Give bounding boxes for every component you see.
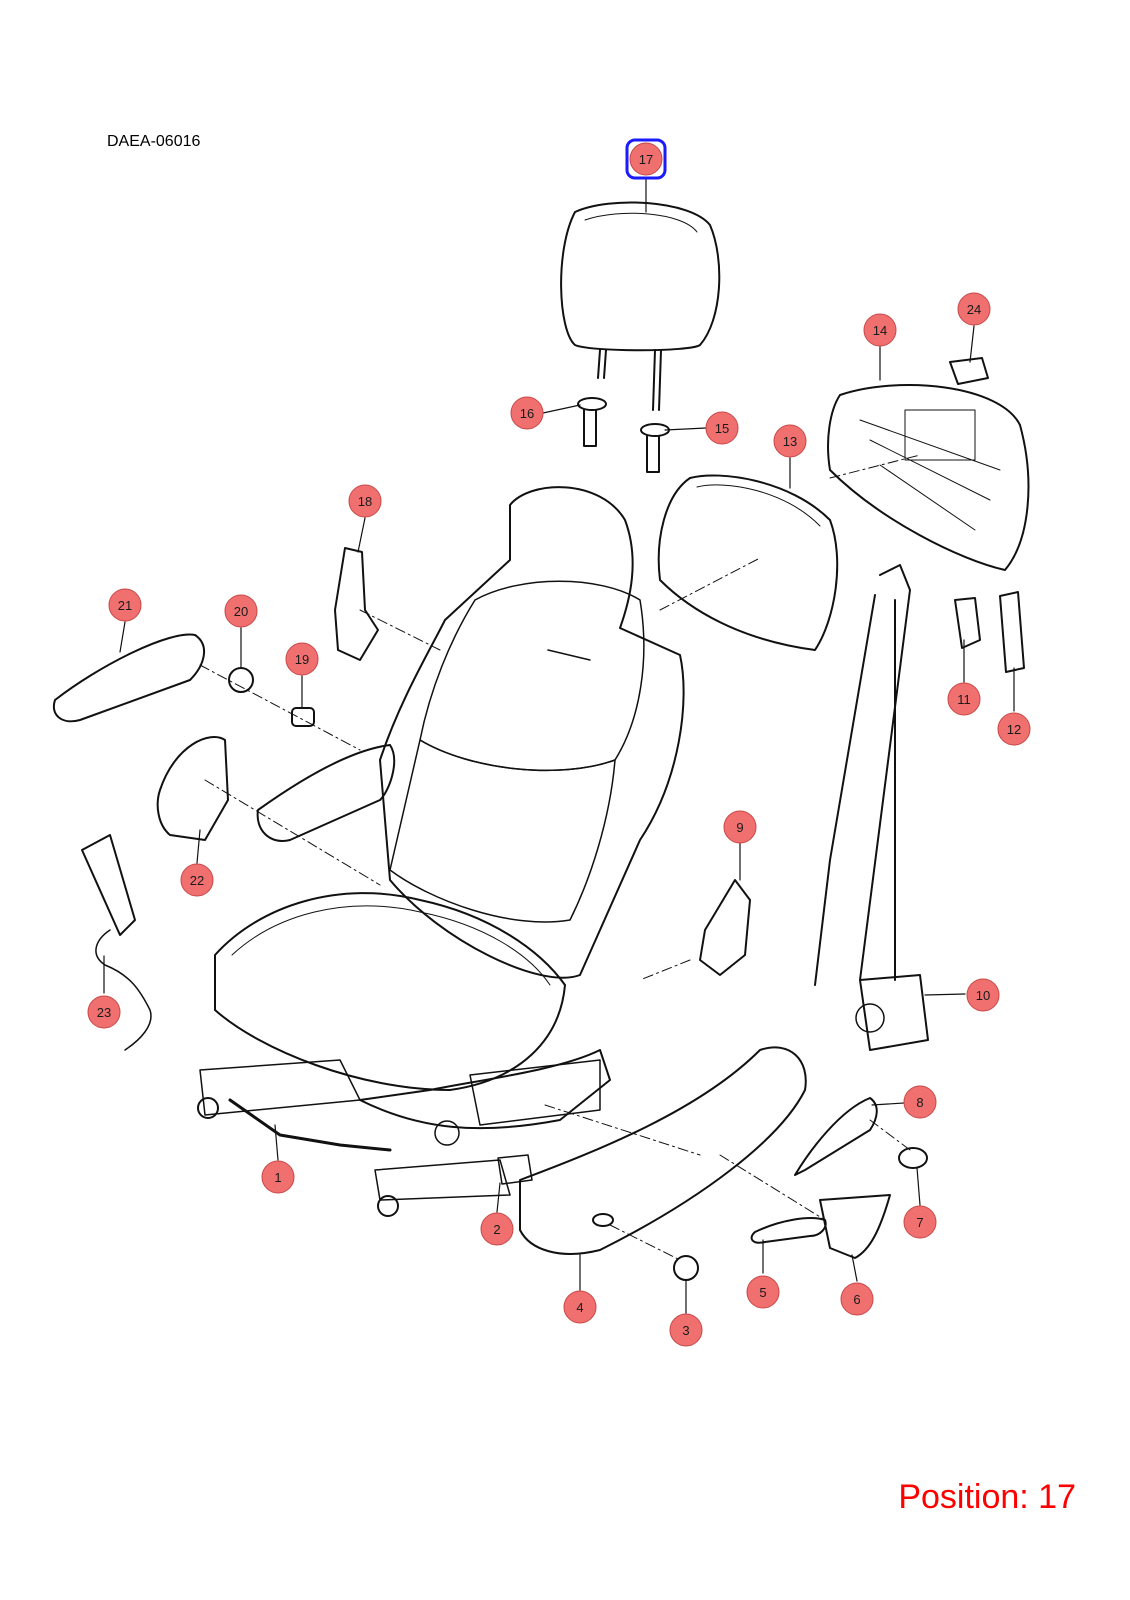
callout-number: 13 [783, 434, 797, 449]
callout-12[interactable]: 12 [997, 712, 1031, 746]
callout-circle[interactable] [840, 1282, 874, 1316]
callout-circle[interactable] [480, 1212, 514, 1246]
callout-15[interactable]: 15 [705, 411, 739, 445]
cap-19[interactable] [291, 707, 315, 727]
seat-back-panel-13[interactable] [657, 474, 839, 651]
callout-number: 18 [358, 494, 372, 509]
callout-23[interactable]: 23 [87, 995, 121, 1029]
callout-16[interactable]: 16 [510, 396, 544, 430]
callout-circle[interactable] [723, 810, 757, 844]
callout-10[interactable]: 10 [966, 978, 1000, 1012]
back-shell-14[interactable] [827, 384, 1030, 571]
seat-belt-10[interactable] [814, 564, 929, 1051]
callout-circle[interactable] [87, 995, 121, 1029]
callout-18[interactable]: 18 [348, 484, 382, 518]
callout-circle[interactable] [224, 594, 258, 628]
bracket-9[interactable] [699, 879, 751, 976]
callout-13[interactable]: 13 [773, 424, 807, 458]
callout-11[interactable]: 11 [947, 682, 981, 716]
callout-17[interactable]: 17 [625, 138, 667, 180]
callout-circle[interactable] [966, 978, 1000, 1012]
callout-7[interactable]: 7 [903, 1205, 937, 1239]
callout-number: 24 [967, 302, 981, 317]
callout-circle[interactable] [180, 863, 214, 897]
callout-19[interactable]: 19 [285, 642, 319, 676]
callout-circle[interactable] [903, 1085, 937, 1119]
position-label: Position: 17 [898, 1478, 1076, 1516]
line-art [52, 175, 1030, 1314]
bushing-20[interactable] [228, 667, 254, 693]
callout-circle[interactable] [705, 411, 739, 445]
seat-assembly [197, 486, 928, 1281]
callout-circle[interactable] [957, 292, 991, 326]
callout-circle[interactable] [773, 424, 807, 458]
callout-number: 11 [957, 692, 971, 707]
callout-1[interactable]: 1 [261, 1160, 295, 1194]
callout-number: 7 [916, 1215, 923, 1230]
callout-circle[interactable] [903, 1205, 937, 1239]
part-11[interactable] [954, 597, 981, 649]
callout-number: 15 [715, 421, 729, 436]
callout-circle[interactable] [997, 712, 1031, 746]
callout-4[interactable]: 4 [563, 1290, 597, 1324]
callout-number: 5 [759, 1285, 766, 1300]
callout-circle[interactable] [348, 484, 382, 518]
callout-21[interactable]: 21 [108, 588, 142, 622]
callout-9[interactable]: 9 [723, 810, 757, 844]
bracket-22[interactable] [156, 736, 229, 841]
callout-number: 23 [97, 1005, 111, 1020]
callout-number: 20 [234, 604, 248, 619]
headrest-guide-16[interactable] [577, 397, 607, 447]
callout-circle[interactable] [669, 1313, 703, 1347]
headrest-guide-15[interactable] [640, 423, 670, 473]
callout-number: 4 [576, 1300, 583, 1315]
callout-circle[interactable] [947, 682, 981, 716]
callout-circle[interactable] [285, 642, 319, 676]
alignment-lines [199, 454, 921, 1261]
callout-number: 10 [976, 988, 990, 1003]
callout-number: 3 [682, 1323, 689, 1338]
part-12[interactable] [999, 591, 1025, 673]
callout-number: 17 [639, 152, 653, 167]
callout-circle[interactable] [563, 1290, 597, 1324]
bracket-24[interactable] [949, 357, 989, 385]
armrest-21[interactable] [52, 633, 205, 723]
callout-3[interactable]: 3 [669, 1313, 703, 1347]
callout-number: 14 [873, 323, 887, 338]
callout-number: 1 [274, 1170, 281, 1185]
callout-circle[interactable] [629, 142, 663, 176]
callout-circle[interactable] [108, 588, 142, 622]
harness-23[interactable] [81, 834, 152, 1051]
leader-lines [103, 175, 1015, 1314]
callout-circle[interactable] [746, 1275, 780, 1309]
callout-number: 19 [295, 652, 309, 667]
callout-number: 12 [1007, 722, 1021, 737]
callout-circle[interactable] [261, 1160, 295, 1194]
callout-20[interactable]: 20 [224, 594, 258, 628]
callout-circle[interactable] [863, 313, 897, 347]
callout-number: 2 [493, 1222, 500, 1237]
callout-number: 8 [916, 1095, 923, 1110]
cover-18[interactable] [334, 547, 379, 661]
callout-number: 9 [736, 820, 743, 835]
headrest-part[interactable] [560, 201, 721, 411]
callout-circle[interactable] [510, 396, 544, 430]
callout-8[interactable]: 8 [903, 1085, 937, 1119]
diagram-code: DAEA-06016 [107, 133, 201, 150]
callout-number: 6 [853, 1292, 860, 1307]
callout-2[interactable]: 2 [480, 1212, 514, 1246]
callout-14[interactable]: 14 [863, 313, 897, 347]
callout-5[interactable]: 5 [746, 1275, 780, 1309]
callout-number: 21 [118, 598, 132, 613]
callout-6[interactable]: 6 [840, 1282, 874, 1316]
callout-24[interactable]: 24 [957, 292, 991, 326]
callout-22[interactable]: 22 [180, 863, 214, 897]
callout-number: 22 [190, 873, 204, 888]
callout-number: 16 [520, 406, 534, 421]
